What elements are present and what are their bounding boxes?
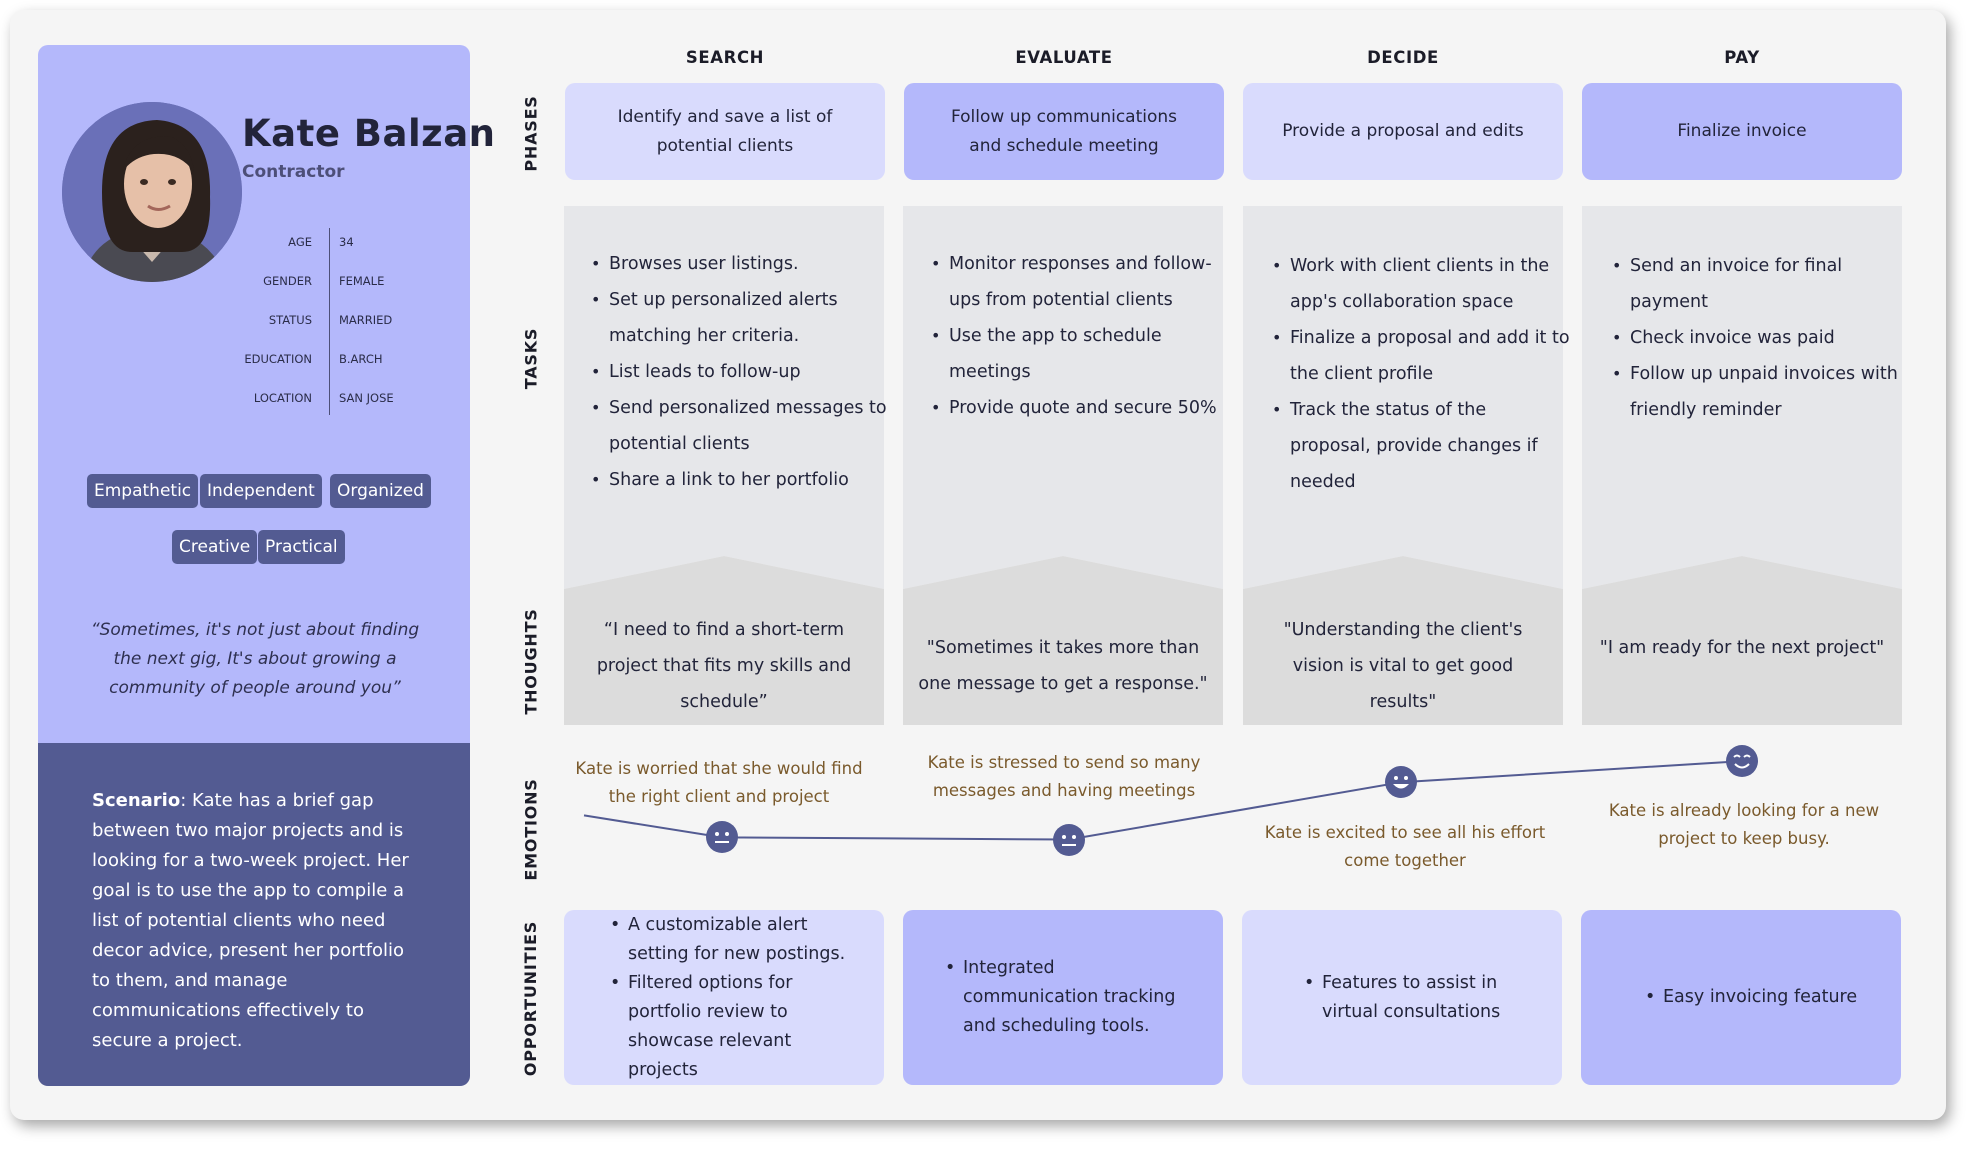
task-item: Share a link to her portfolio: [591, 462, 889, 498]
task-item: Set up personalized alerts matching her …: [591, 282, 889, 354]
stage-title-evaluate: EVALUATE: [1015, 48, 1113, 67]
task-item: Use the app to schedule meetings: [931, 318, 1229, 390]
opportunity-list: Easy invoicing feature: [1645, 983, 1893, 1012]
opportunity-box-pay: Easy invoicing feature: [1581, 910, 1901, 1085]
task-item: Send personalized messages to potential …: [591, 390, 889, 462]
opportunity-item: Features to assist in virtual consultati…: [1304, 969, 1512, 1027]
fact-value-location: SAN JOSE: [339, 391, 394, 405]
task-list-decide: Work with client clients in the app's co…: [1272, 248, 1570, 500]
fact-label-gender: GENDER: [263, 274, 312, 288]
stage-title-decide: DECIDE: [1367, 48, 1439, 67]
phase-box-search: Identify and save a list of potential cl…: [565, 83, 885, 180]
trait-tag: Organized: [330, 474, 431, 508]
stage-title-pay: PAY: [1724, 48, 1760, 67]
row-label-tasks: TASKS: [521, 327, 541, 389]
fact-label-location: LOCATION: [253, 391, 312, 405]
task-item: Provide quote and secure 50%: [931, 390, 1229, 426]
persona-name: Kate Balzan: [242, 112, 496, 155]
opportunity-item: Easy invoicing feature: [1645, 983, 1893, 1012]
task-item: Browses user listings.: [591, 246, 889, 282]
task-item: Finalize a proposal and add it to the cl…: [1272, 320, 1570, 392]
phase-box-evaluate: Follow up communications and schedule me…: [904, 83, 1224, 180]
row-label-opportunities: OPPORTUNITIES: [521, 920, 541, 1076]
fact-label-status: STATUS: [268, 313, 312, 327]
stage-title-search: SEARCH: [685, 48, 765, 67]
scenario-text: Scenario: Kate has a brief gap between t…: [92, 786, 422, 1056]
neutral-face-icon: [1052, 823, 1086, 857]
scenario-body: : Kate has a brief gap between two major…: [92, 790, 409, 1051]
task-item: Follow up unpaid invoices with friendly …: [1612, 356, 1910, 428]
facts-divider: [329, 228, 330, 415]
trait-tag: Creative: [172, 530, 258, 564]
opportunity-box-search: A customizable alert setting for new pos…: [564, 910, 884, 1085]
thought-pay: "I am ready for the next project": [1599, 638, 1885, 658]
phase-box-decide: Provide a proposal and edits: [1243, 83, 1563, 180]
scenario-label: Scenario: [92, 790, 181, 811]
fact-value-status: MARRIED: [339, 313, 393, 327]
scenario-panel: [38, 743, 470, 1086]
fact-label-age: AGE: [288, 235, 312, 249]
persona-role: Contractor: [242, 162, 345, 182]
task-list-evaluate: Monitor responses and follow-ups from po…: [931, 246, 1229, 426]
opportunity-list: Features to assist in virtual consultati…: [1304, 969, 1512, 1027]
fact-value-age: 34: [339, 235, 354, 249]
fact-label-education: EDUCATION: [244, 352, 312, 366]
opportunity-item: A customizable alert setting for new pos…: [610, 911, 858, 969]
thought-evaluate: "Sometimes it takes more than one messag…: [918, 638, 1208, 694]
task-item: Send an invoice for final payment: [1612, 248, 1910, 320]
thought-search: “I need to find a short-term project tha…: [596, 620, 852, 712]
neutral-face-icon: [705, 820, 739, 854]
emotion-text-evaluate: Kate is stressed to send so many message…: [927, 753, 1201, 800]
row-label-phases: PHASES: [521, 94, 541, 172]
fact-value-education: B.ARCH: [339, 352, 383, 366]
task-item: Track the status of the proposal, provid…: [1272, 392, 1570, 500]
opportunity-box-decide: Features to assist in virtual consultati…: [1242, 910, 1562, 1085]
trait-tag: Practical: [258, 530, 345, 564]
task-item: Work with client clients in the app's co…: [1272, 248, 1570, 320]
opportunity-item: Integrated communication tracking and sc…: [945, 954, 1183, 1041]
persona-quote: “Sometimes, it's not just about finding …: [90, 620, 420, 698]
task-list-search: Browses user listings. Set up personaliz…: [591, 246, 889, 498]
trait-tag: Independent: [200, 474, 322, 508]
emotion-text-search: Kate is worried that she would find the …: [575, 759, 863, 806]
emotion-text-decide: Kate is excited to see all his effort co…: [1264, 823, 1546, 870]
trait-tag: Empathetic: [87, 474, 199, 508]
fact-value-gender: FEMALE: [339, 274, 385, 288]
smile-face-icon: [1725, 744, 1759, 778]
phase-box-pay: Finalize invoice: [1582, 83, 1902, 180]
opportunity-item: Filtered options for portfolio review to…: [610, 969, 858, 1085]
thought-decide: "Understanding the client's vision is vi…: [1283, 620, 1523, 712]
task-item: List leads to follow-up: [591, 354, 889, 390]
grin-face-icon: [1384, 765, 1418, 799]
task-item: Monitor responses and follow-ups from po…: [931, 246, 1229, 318]
opportunity-list: Integrated communication tracking and sc…: [945, 954, 1183, 1041]
task-list-pay: Send an invoice for final payment Check …: [1612, 248, 1910, 428]
opportunity-box-evaluate: Integrated communication tracking and sc…: [903, 910, 1223, 1085]
emotion-text-pay: Kate is already looking for a new projec…: [1608, 801, 1880, 848]
task-item: Check invoice was paid: [1612, 320, 1910, 356]
persona-avatar: [62, 102, 242, 282]
opportunity-list: A customizable alert setting for new pos…: [610, 911, 858, 1085]
